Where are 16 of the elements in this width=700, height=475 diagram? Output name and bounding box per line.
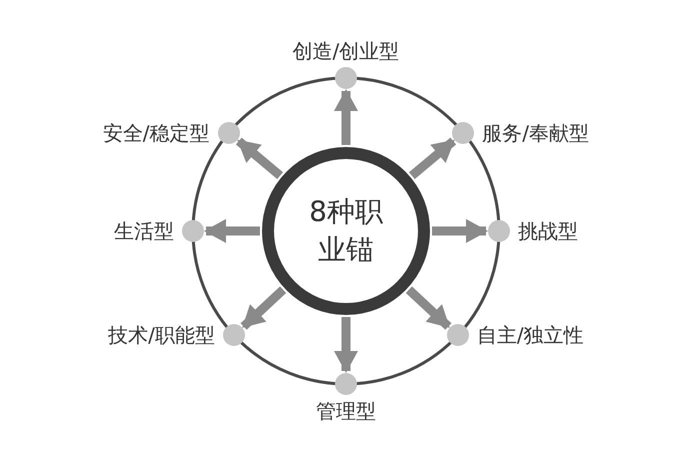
type-label: 挑战型 bbox=[518, 219, 578, 243]
type-label: 服务/奉献型 bbox=[482, 120, 589, 145]
arrow bbox=[240, 286, 286, 330]
center-label: 8种职业锚 bbox=[308, 194, 384, 268]
type-label: 技术/职能型 bbox=[108, 323, 215, 348]
arrow bbox=[408, 138, 456, 180]
type-label: 生活型 bbox=[114, 219, 174, 243]
arrow bbox=[432, 219, 488, 243]
type-label: 安全/稳定型 bbox=[102, 120, 210, 145]
arrow bbox=[334, 89, 358, 145]
type-label: 自主/独立性 bbox=[476, 323, 584, 348]
type-label: 管理型 bbox=[316, 399, 376, 423]
arrow bbox=[334, 317, 358, 373]
type-label: 创造/创业型 bbox=[292, 39, 400, 63]
arrow bbox=[236, 138, 284, 180]
arrow bbox=[406, 286, 452, 330]
